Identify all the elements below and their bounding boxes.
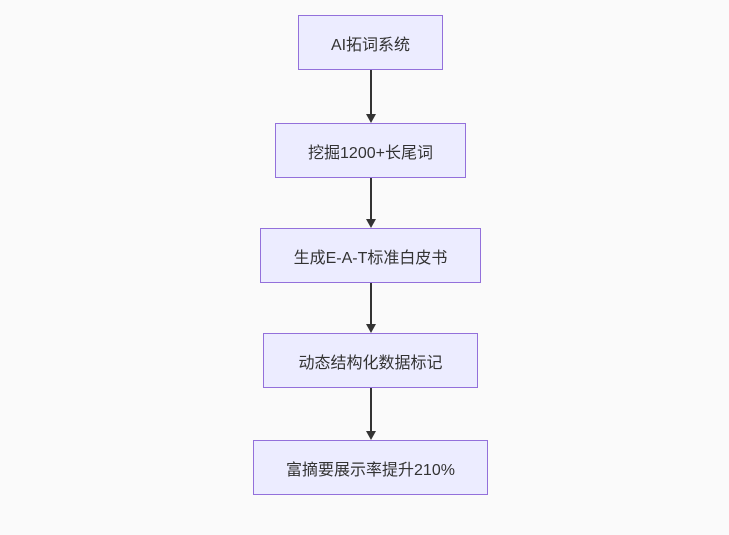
flow-edge-4 xyxy=(365,388,376,440)
flow-node-label: 生成E-A-T标准白皮书 xyxy=(293,249,448,267)
flow-node-rich-snippet-result: 富摘要展示率提升210% xyxy=(253,440,488,495)
arrow-down-icon xyxy=(365,324,376,333)
flow-node-eat-whitepaper: 生成E-A-T标准白皮书 xyxy=(260,228,481,283)
flow-edge-3 xyxy=(365,283,376,333)
flow-node-label: AI拓词系统 xyxy=(330,36,411,54)
arrow-line xyxy=(369,178,372,219)
flow-node-ai-keyword-system: AI拓词系统 xyxy=(298,15,443,70)
arrow-line xyxy=(369,70,372,114)
arrow-line xyxy=(369,388,372,431)
flow-node-label: 富摘要展示率提升210% xyxy=(286,461,455,479)
flow-node-longtail-mining: 挖掘1200+长尾词 xyxy=(275,123,466,178)
flow-node-structured-data-markup: 动态结构化数据标记 xyxy=(263,333,478,388)
arrow-line xyxy=(369,283,372,324)
arrow-down-icon xyxy=(365,431,376,440)
flow-node-label: 挖掘1200+长尾词 xyxy=(308,144,433,162)
arrow-down-icon xyxy=(365,219,376,228)
arrow-down-icon xyxy=(365,114,376,123)
flow-edge-2 xyxy=(365,178,376,228)
flow-edge-1 xyxy=(365,70,376,123)
flow-node-label: 动态结构化数据标记 xyxy=(298,354,443,372)
